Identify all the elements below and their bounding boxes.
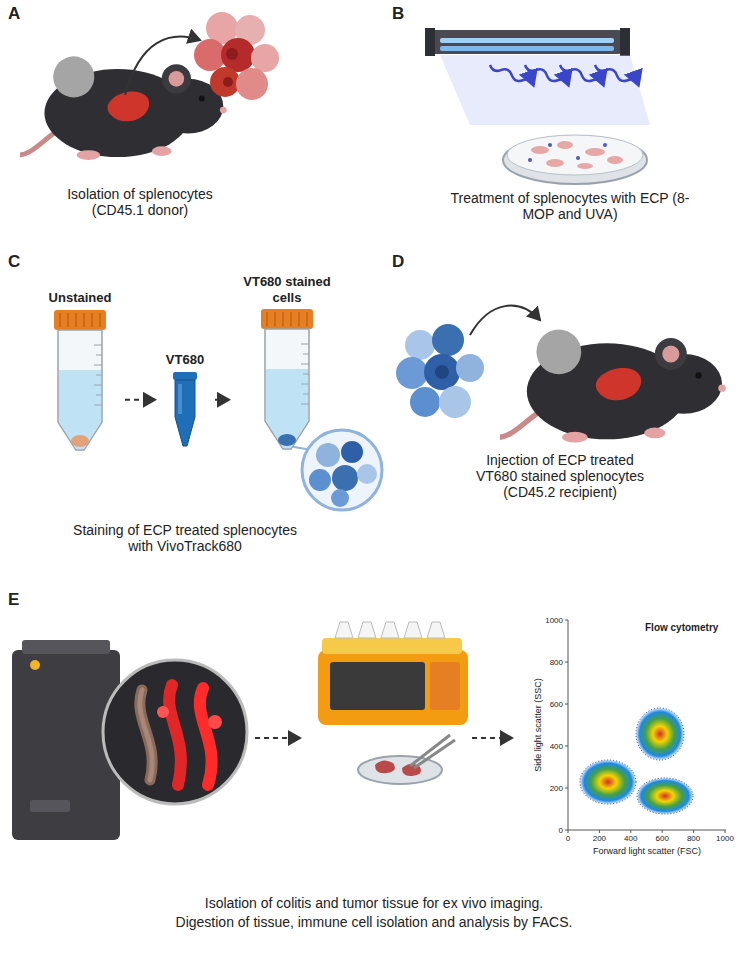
caption: Staining of ECP treated splenocytes with… [60, 522, 310, 554]
tube-label: VT680 stained cells [232, 274, 342, 305]
tube-node: Unstained [38, 290, 122, 452]
tube-node: VT680 [158, 352, 212, 448]
letter: C [8, 252, 20, 272]
plot-title: Flow cytometry [645, 622, 718, 633]
letter: D [392, 252, 404, 272]
tick-label: 800 [550, 658, 563, 667]
caption: Treatment of splenocytes with ECP (8-MOP… [445, 190, 695, 222]
caption: Isolation of colitis and tumor tissue fo… [24, 895, 724, 911]
tick-label: 600 [550, 700, 563, 709]
tube-node: VT680 stained cells [232, 274, 342, 451]
tube-icon [170, 372, 200, 448]
tick-label: 400 [550, 742, 563, 751]
tick-label: 800 [687, 834, 700, 843]
caption: Digestion of tissue, immune cell isolati… [24, 914, 724, 930]
tick-label: 1000 [716, 834, 734, 843]
tube-icon [255, 309, 319, 451]
tick-label: 1000 [545, 616, 563, 625]
tube-label: VT680 [158, 352, 212, 368]
caption: Injection of ECP treated VT680 stained s… [470, 452, 650, 500]
letter: A [8, 4, 20, 24]
axis-title: Side light scatter (SSC) [533, 678, 543, 772]
tick-label: 600 [656, 834, 669, 843]
letter: B [392, 4, 404, 24]
dashed-arrow [215, 399, 229, 401]
tick-label: 200 [550, 784, 563, 793]
axis-title: Forward light scatter (FSC) [593, 846, 701, 856]
caption: Isolation of splenocytes (CD45.1 donor) [45, 186, 235, 218]
tube-icon [48, 310, 112, 452]
dashed-arrow [125, 399, 155, 401]
tick-label: 200 [593, 834, 606, 843]
tick-label: 400 [624, 834, 637, 843]
tube-label: Unstained [38, 290, 122, 306]
tick-label: 0 [566, 834, 570, 843]
tick-label: 0 [559, 826, 563, 835]
letter: E [8, 590, 19, 610]
